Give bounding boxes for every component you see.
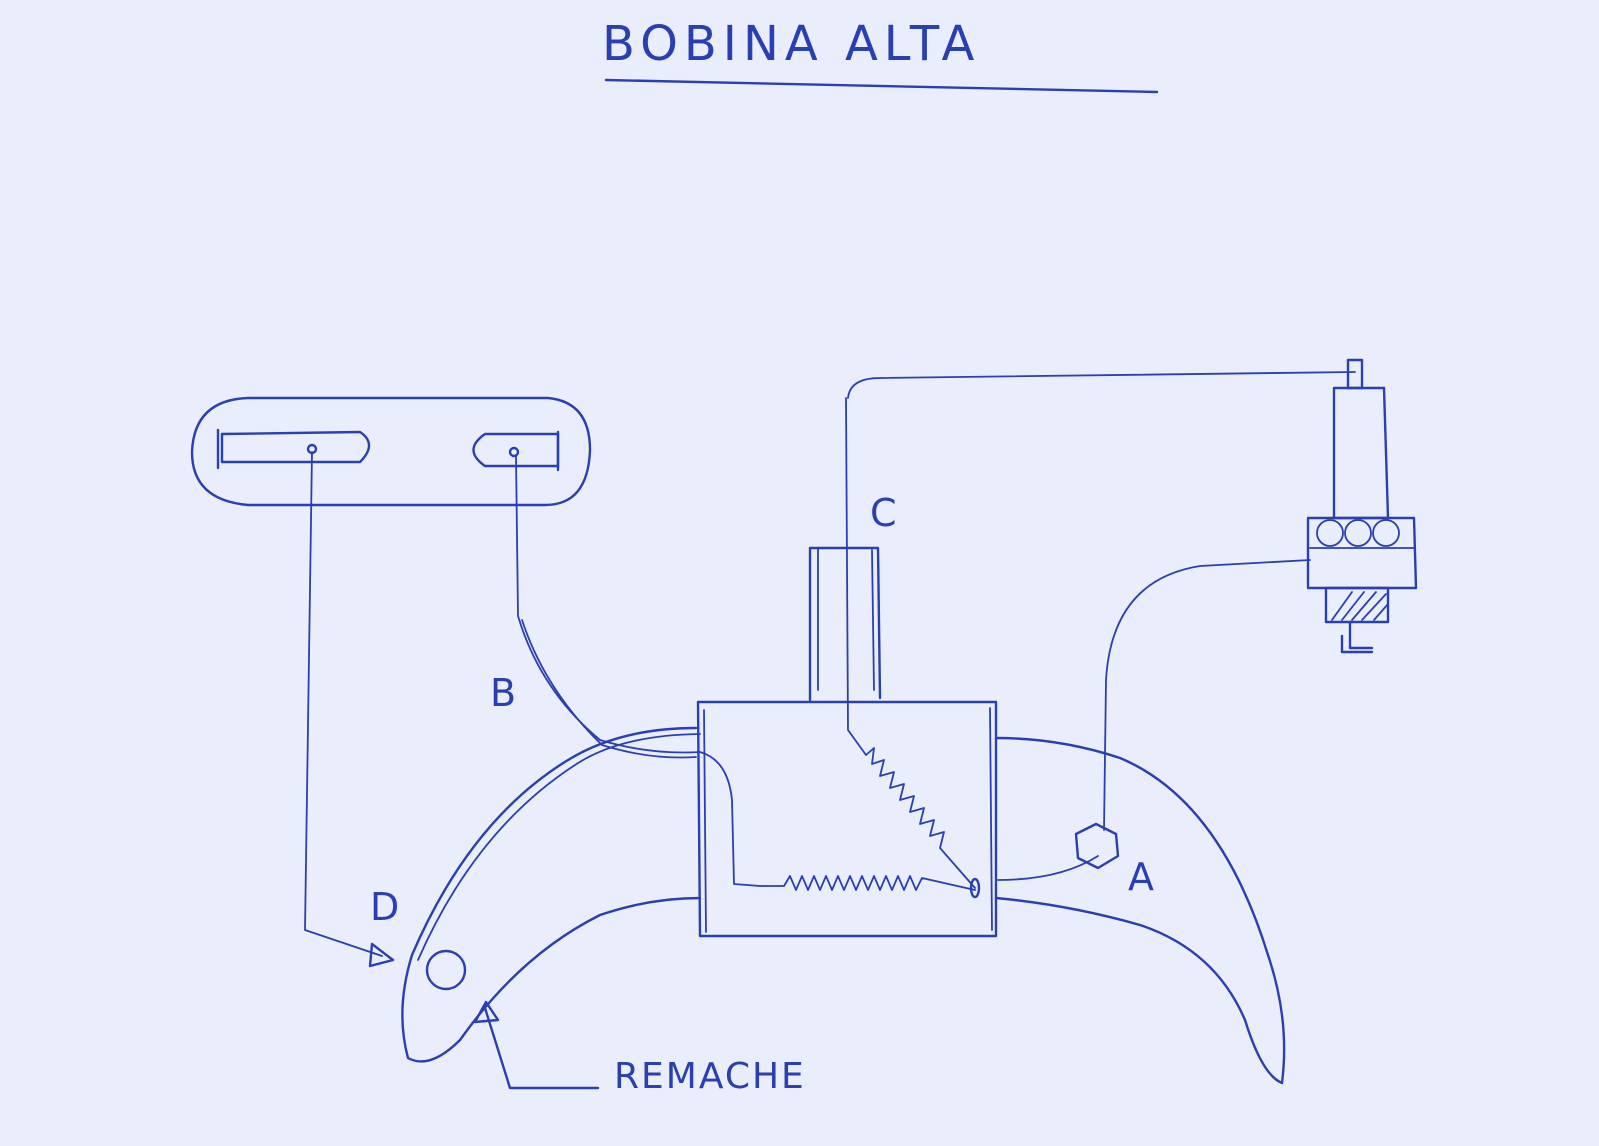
secondary-winding: [845, 397, 976, 889]
label-a: A: [1128, 855, 1157, 899]
wire-d: [304, 451, 383, 957]
terminal-a-nut: [1074, 822, 1120, 870]
contact-slot-left: [220, 430, 371, 464]
mounting-bracket: [401, 726, 1286, 1085]
label-d: D: [370, 885, 402, 929]
winding-junction: [969, 877, 981, 899]
spark-plug: [1306, 358, 1418, 654]
breaker-plate: [190, 396, 592, 507]
contact-slot-right: [472, 432, 560, 468]
coil-body: [696, 700, 998, 938]
remache-arrow: [483, 1006, 600, 1090]
diagram-title: BOBINA ALTA: [602, 16, 980, 72]
label-c: C: [870, 491, 900, 535]
wire-a: [1103, 559, 1311, 831]
high-tension-tower: [808, 546, 882, 702]
arrow-d: [368, 942, 395, 968]
ht-lead: [847, 371, 1356, 399]
primary-winding: [759, 875, 976, 891]
wire-b: [515, 454, 761, 887]
label-b: B: [490, 671, 519, 715]
contact-screw-right: [508, 446, 520, 458]
title-underline: [604, 78, 1159, 94]
rivet-hole: [425, 949, 467, 991]
label-remache: REMACHE: [614, 1056, 806, 1097]
